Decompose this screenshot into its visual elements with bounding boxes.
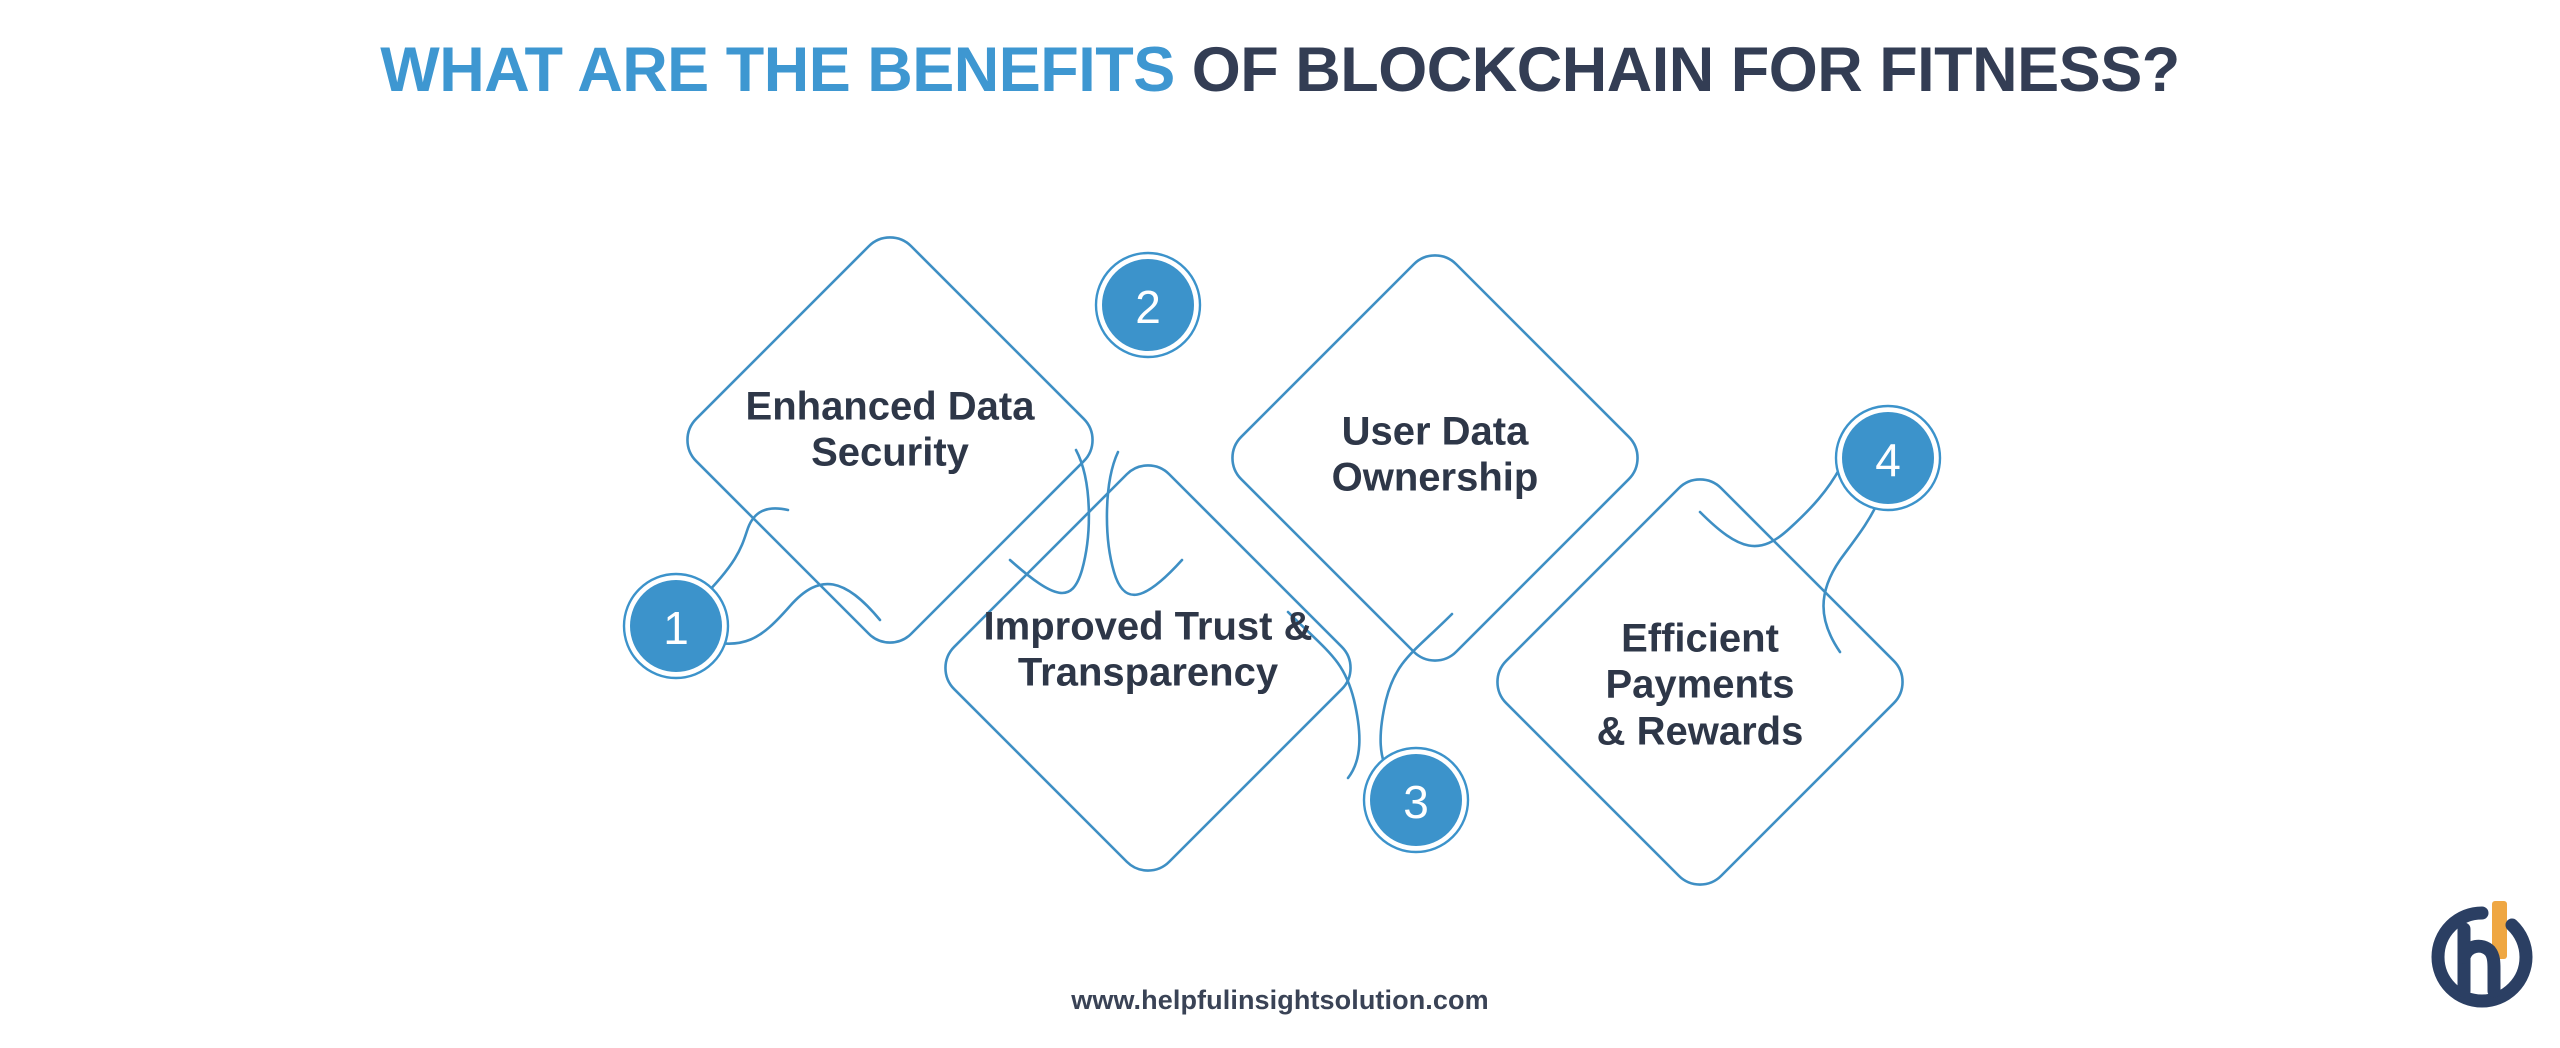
step-badge-2[interactable] — [1094, 251, 1202, 359]
logo-i-stem-icon — [2492, 901, 2507, 959]
step-badge-4[interactable] — [1834, 404, 1942, 512]
diamond-1[interactable] — [673, 223, 1107, 657]
title-highlight: WHAT ARE THE BENEFITS — [380, 35, 1175, 105]
title-rest: OF BLOCKCHAIN FOR FITNESS? — [1174, 35, 2180, 105]
diamond-2[interactable] — [931, 451, 1365, 885]
logo-h-arch-icon — [2457, 939, 2501, 998]
diamond-3[interactable] — [1218, 241, 1652, 675]
step-badge-1[interactable] — [622, 572, 730, 680]
diamond-4[interactable] — [1483, 465, 1917, 899]
page-title: WHAT ARE THE BENEFITS OF BLOCKCHAIN FOR … — [0, 34, 2560, 106]
connector-lines — [698, 448, 1882, 780]
company-logo — [2431, 901, 2533, 1008]
step-badge-3[interactable] — [1362, 746, 1470, 854]
logo-ring-icon — [2431, 906, 2533, 1008]
footer-website-url: www.helpfulinsightsolution.com — [1071, 985, 1489, 1015]
